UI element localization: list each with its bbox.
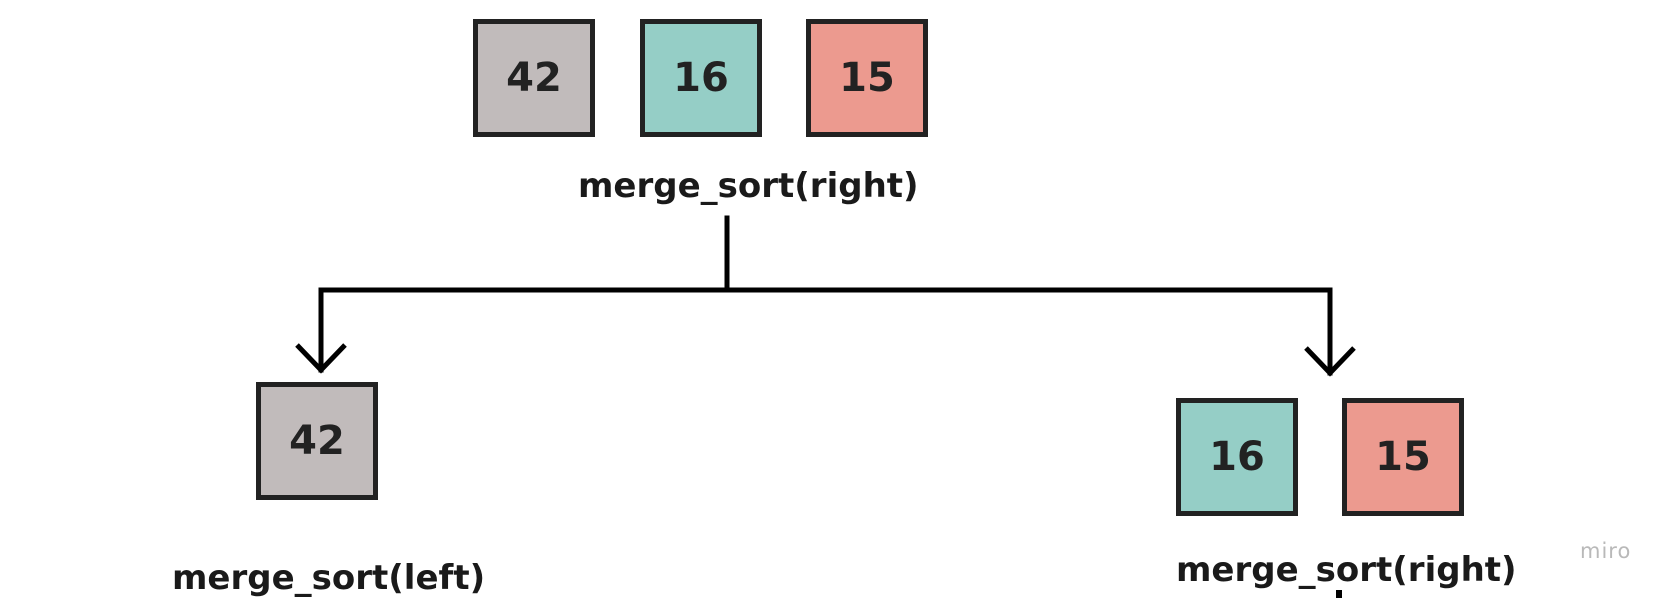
arrow-down-icon-left [295,343,347,374]
array-cell-top-2: 15 [806,19,928,137]
connector-stub [1336,590,1342,598]
miro-watermark: miro [1580,539,1632,563]
array-cell-top-0: 42 [473,19,595,137]
top-call-label: merge_sort(right) [578,166,919,206]
arrowheads [295,343,1356,377]
right-call-label: merge_sort(right) [1176,550,1517,590]
array-cell-left-0: 42 [256,382,378,500]
array-cell-right-0: 16 [1176,398,1298,516]
array-cell-top-1: 16 [640,19,762,137]
left-call-label: merge_sort(left) [172,558,486,598]
array-cell-right-1: 15 [1342,398,1464,516]
arrow-down-icon-right [1304,346,1356,377]
